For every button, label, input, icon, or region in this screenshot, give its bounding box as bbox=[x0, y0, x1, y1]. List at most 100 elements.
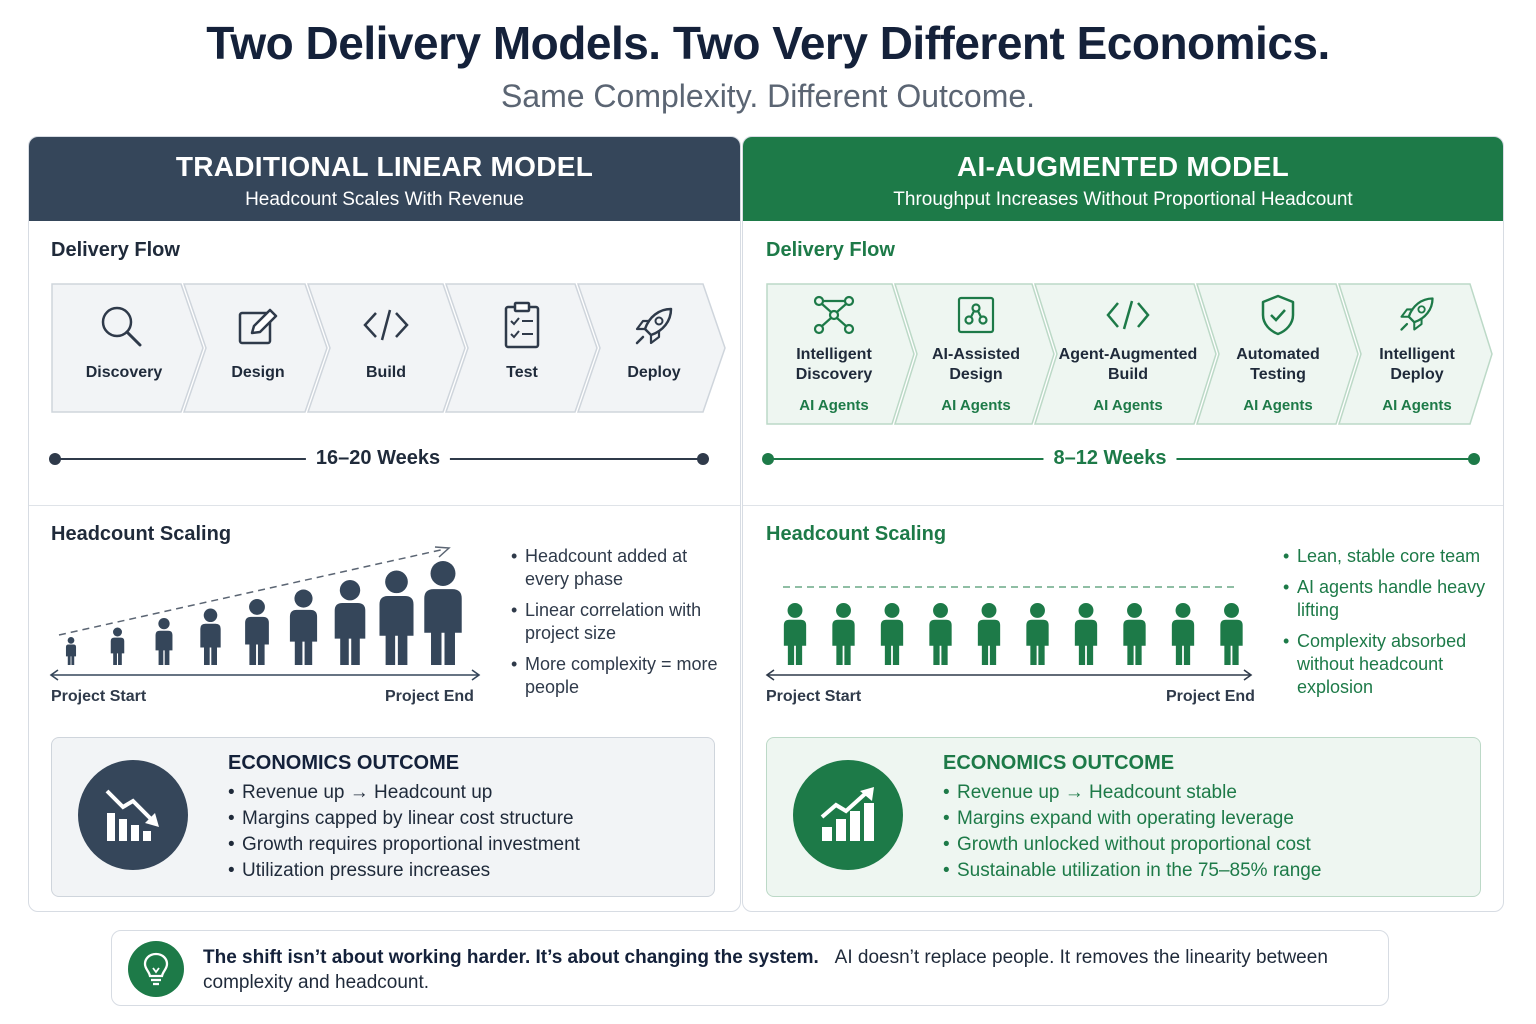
traditional-economics-box: ECONOMICS OUTCOME Revenue up → Headcount… bbox=[51, 737, 715, 897]
flow-step-automated-testing: Automated Testing AI Agents bbox=[1196, 283, 1360, 425]
trend-arrow-head bbox=[434, 546, 451, 558]
economics-item: Sustainable utilization in the 75–85% ra… bbox=[943, 858, 1321, 884]
axis-arrow bbox=[471, 669, 481, 681]
economics-item: Revenue up → Headcount up bbox=[228, 780, 580, 806]
timeline-start-dot bbox=[49, 453, 61, 465]
ai-timeline: 8–12 Weeks bbox=[762, 447, 1480, 471]
ai-headcount-title: Headcount Scaling bbox=[766, 523, 947, 545]
bullet-item: Linear correlation with project size bbox=[511, 599, 721, 645]
timeline-start-dot bbox=[762, 453, 774, 465]
flow-step-sublabel: AI Agents bbox=[1382, 397, 1452, 414]
rocket-icon bbox=[589, 303, 719, 349]
traditional-headcount-title: Headcount Scaling bbox=[51, 523, 232, 545]
pencil-icon bbox=[193, 305, 323, 349]
traditional-timeline-label: 16–20 Weeks bbox=[305, 447, 451, 470]
ai-bullets: Lean, stable core team AI agents handle … bbox=[1283, 545, 1493, 707]
economics-item: Growth requires proportional investment bbox=[228, 832, 580, 858]
ai-subtitle: Throughput Increases Without Proportiona… bbox=[893, 189, 1353, 210]
person-icon bbox=[1123, 603, 1146, 665]
code-icon bbox=[1048, 299, 1208, 331]
person-icon bbox=[977, 603, 1001, 665]
economics-item: Growth unlocked without proportional cos… bbox=[943, 832, 1321, 858]
network-icon bbox=[766, 295, 902, 335]
shield-check-icon bbox=[1210, 293, 1346, 337]
flow-step-build: Build bbox=[307, 283, 467, 413]
person-icon bbox=[200, 608, 221, 665]
economics-item: Utilization pressure increases bbox=[228, 858, 580, 884]
person-icon bbox=[65, 637, 77, 665]
traditional-header: TRADITIONAL LINEAR MODEL Headcount Scale… bbox=[29, 137, 740, 221]
person-icon bbox=[1220, 603, 1243, 665]
flow-step-sublabel: AI Agents bbox=[1093, 397, 1163, 414]
design-board-icon bbox=[908, 295, 1044, 335]
ai-economics-list: Revenue up → Headcount stable Margins ex… bbox=[943, 780, 1321, 884]
axis-arrow bbox=[1243, 669, 1253, 681]
rocket-icon bbox=[1352, 293, 1482, 335]
person-icon bbox=[245, 599, 269, 665]
footer-text: The shift isn’t about working harder. It… bbox=[203, 945, 1363, 995]
person-icon bbox=[379, 570, 414, 665]
traditional-headcount-chart bbox=[49, 537, 489, 687]
ai-flow: Intelligent Discovery AI Agents AI-Assis… bbox=[766, 283, 1496, 425]
person-icon bbox=[1171, 603, 1195, 665]
bullet-item: More complexity = more people bbox=[511, 653, 721, 699]
axis-arrow bbox=[49, 669, 59, 681]
flow-step-label: Build bbox=[366, 364, 406, 381]
flow-step-label: Intelligent Discovery bbox=[795, 346, 873, 383]
bullet-item: AI agents handle heavy lifting bbox=[1283, 576, 1493, 622]
flow-step-label: AI-Assisted Design bbox=[931, 346, 1021, 383]
flow-step-label: Design bbox=[231, 364, 285, 381]
ai-title: AI-AUGMENTED MODEL bbox=[956, 151, 1290, 182]
person-icon bbox=[110, 627, 125, 665]
person-icon bbox=[155, 618, 173, 665]
traditional-bullets: Headcount added at every phase Linear co… bbox=[511, 545, 721, 707]
ai-header: AI-AUGMENTED MODEL Throughput Increases … bbox=[743, 137, 1503, 221]
flow-step-intelligent-discovery: Intelligent Discovery AI Agents bbox=[766, 283, 916, 425]
page-subtitle: Same Complexity. Different Outcome. bbox=[500, 78, 1036, 114]
flow-step-label: Discovery bbox=[85, 364, 163, 381]
footer-bold-text: The shift isn’t about working harder. It… bbox=[203, 947, 819, 968]
flow-step-sublabel: AI Agents bbox=[799, 397, 869, 414]
footer-callout: The shift isn’t about working harder. It… bbox=[111, 930, 1389, 1006]
economics-item: Margins expand with operating leverage bbox=[943, 806, 1321, 832]
person-icon bbox=[1026, 603, 1049, 665]
bullet-item: Complexity absorbed without headcount ex… bbox=[1283, 630, 1493, 699]
flow-step-design: Design bbox=[183, 283, 329, 413]
person-icon bbox=[424, 561, 462, 665]
flow-step-label: Automated Testing bbox=[1236, 346, 1320, 383]
rising-bar-chart-icon bbox=[793, 760, 903, 870]
flow-step-deploy: Deploy bbox=[577, 283, 727, 413]
clipboard-icon bbox=[457, 301, 587, 349]
ai-delivery-flow-title: Delivery Flow bbox=[766, 239, 895, 261]
bullet-item: Headcount added at every phase bbox=[511, 545, 721, 591]
flow-step-test: Test bbox=[445, 283, 599, 413]
flow-step-discovery: Discovery bbox=[51, 283, 205, 413]
flow-step-sublabel: AI Agents bbox=[941, 397, 1011, 414]
page-title: Two Delivery Models. Two Very Different … bbox=[206, 17, 1330, 69]
ai-economics-title: ECONOMICS OUTCOME bbox=[943, 752, 1175, 774]
traditional-axis-start: Project Start bbox=[51, 688, 147, 705]
traditional-economics-title: ECONOMICS OUTCOME bbox=[228, 752, 460, 774]
ai-axis-end: Project End bbox=[1166, 688, 1255, 705]
traditional-title: TRADITIONAL LINEAR MODEL bbox=[175, 151, 594, 182]
lightbulb-icon bbox=[128, 941, 184, 997]
footer-body-text: AI doesn’t replace people. It removes th… bbox=[203, 947, 1328, 993]
ai-axis-start: Project Start bbox=[766, 688, 862, 705]
magnifier-icon bbox=[51, 303, 191, 349]
economics-item: Revenue up → Headcount stable bbox=[943, 780, 1321, 806]
flow-step-label: Deploy bbox=[627, 364, 681, 381]
person-icon bbox=[1074, 603, 1098, 665]
flow-step-label: Intelligent Deploy bbox=[1379, 346, 1455, 383]
person-icon bbox=[334, 580, 366, 665]
flow-step-label: Test bbox=[506, 364, 538, 381]
person-icon bbox=[832, 603, 855, 665]
timeline-end-dot bbox=[1468, 453, 1480, 465]
flow-step-label: Agent-Augmented Build bbox=[1058, 346, 1198, 383]
bullet-item: Lean, stable core team bbox=[1283, 545, 1493, 568]
traditional-timeline: 16–20 Weeks bbox=[49, 447, 709, 471]
person-icon bbox=[783, 603, 807, 665]
traditional-economics-list: Revenue up → Headcount up Margins capped… bbox=[228, 780, 580, 884]
economics-item: Margins capped by linear cost structure bbox=[228, 806, 580, 832]
person-icon bbox=[929, 603, 952, 665]
ai-economics-box: ECONOMICS OUTCOME Revenue up → Headcount… bbox=[766, 737, 1481, 897]
